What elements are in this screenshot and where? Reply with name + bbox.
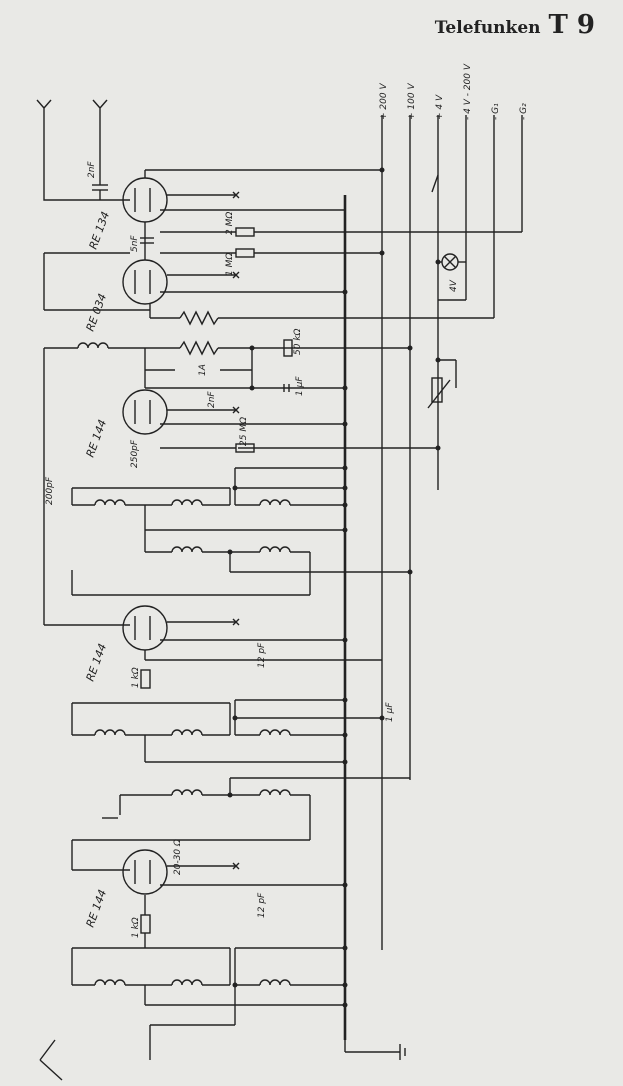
tube-4 <box>122 605 345 651</box>
supply-label-4: - 4 V - 200 V <box>463 63 473 120</box>
supply-label-1: + 200 V <box>379 83 389 120</box>
label-r-1mohm: 1 MΩ <box>225 253 235 276</box>
label-lamp-4v: 4V <box>449 279 459 292</box>
label-c-1uf-a: 1 µF <box>295 376 305 396</box>
model-name: T 9 <box>548 10 596 40</box>
label-c-2nf-mid: 2nF <box>207 391 217 408</box>
tube-5 <box>122 849 345 895</box>
label-r-1kohm-a: 1 kΩ <box>131 667 141 688</box>
label-c-2nf-top: 2nF <box>87 161 97 178</box>
label-r-2030ohm: 20-30 Ω <box>173 839 183 875</box>
supply-labels: + 200 V + 100 V + 4 V - 4 V - 200 V - G₁… <box>379 63 529 120</box>
junction-dots <box>227 167 441 1008</box>
label-c-250pf: 250pF <box>130 439 140 468</box>
tube-3 <box>122 389 345 435</box>
supply-label-3: + 4 V <box>435 94 445 120</box>
label-r-25mohm: 25 MΩ <box>239 417 249 446</box>
antenna-symbol <box>36 99 130 201</box>
label-r-1kohm-b: 1 kΩ <box>131 917 141 938</box>
tube-label-3: RE 144 <box>84 418 110 459</box>
ground-symbol <box>344 1040 406 1060</box>
label-c-12pf-b: 12 pF <box>257 892 267 918</box>
tube-label-1: RE 134 <box>87 210 113 251</box>
label-r-2mohm: 2 MΩ <box>225 212 235 235</box>
supply-label-6: - G₂ <box>519 103 529 120</box>
tube-labels: RE 134 RE 034 RE 144 RE 144 RE 144 <box>84 210 113 929</box>
supply-rails <box>343 115 523 1040</box>
component-labels: 2nF 5nF 2 MΩ 1 MΩ 50 kΩ 1A 1 µF 2nF 25 M… <box>45 161 459 938</box>
label-fuse-1a: 1A <box>198 364 208 376</box>
label-c-5nf: 5nF <box>130 235 140 252</box>
terminal-marks <box>232 191 240 870</box>
brand-name: Telefunken <box>434 18 541 38</box>
tube-label-4: RE 144 <box>84 642 110 683</box>
page-title: Telefunken T 9 <box>435 10 595 40</box>
tube-label-2: RE 034 <box>84 292 110 333</box>
top-section-wiring <box>43 169 522 625</box>
tube-label-5: RE 144 <box>84 888 110 929</box>
coil-sections <box>39 467 410 1081</box>
label-c-1uf-b: 1 µF <box>385 702 395 722</box>
supply-label-2: + 100 V <box>407 83 417 120</box>
label-r-50kohm: 50 kΩ <box>293 328 303 355</box>
label-c-200pf: 200pF <box>45 476 55 505</box>
tube-2 <box>122 259 345 305</box>
label-c-12pf-a: 12 pF <box>257 642 267 668</box>
supply-label-5: - G₁ <box>491 103 501 120</box>
